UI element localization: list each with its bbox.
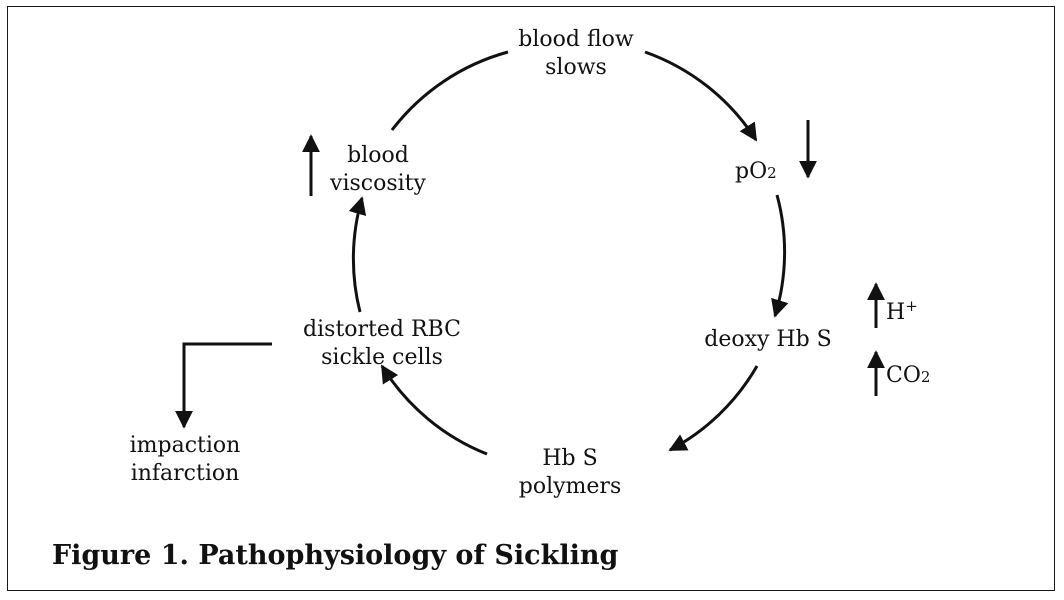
node-impaction-infarction: impaction infarction [129,433,241,486]
arrow-deoxy-to-polymers [668,365,759,452]
arrow-polymers-to-distorted [380,364,488,456]
node-po2: pO2 [735,159,777,184]
arrow-po2-to-deoxy [771,194,789,318]
node-distorted-rbc: distorted RBC sickle cells [303,317,461,370]
arrow-distorted-to-impaction [175,342,272,429]
arc-viscosity-to-bloodflow [390,50,509,131]
figure-caption: Figure 1. Pathophysiology of Sickling [52,540,619,571]
modifier-h-plus: H+ [886,297,918,325]
modifier-co2: CO2 [886,363,931,388]
node-blood-flow-slows: blood flow slows [518,27,634,80]
node-hb-s-polymers: Hb S polymers [518,446,622,499]
node-deoxy-hb-s: deoxy Hb S [704,327,832,352]
arrow-distorted-to-viscosity [348,196,367,313]
node-blood-viscosity: blood viscosity [330,143,426,196]
arrow-bloodflow-to-po2 [644,50,758,142]
